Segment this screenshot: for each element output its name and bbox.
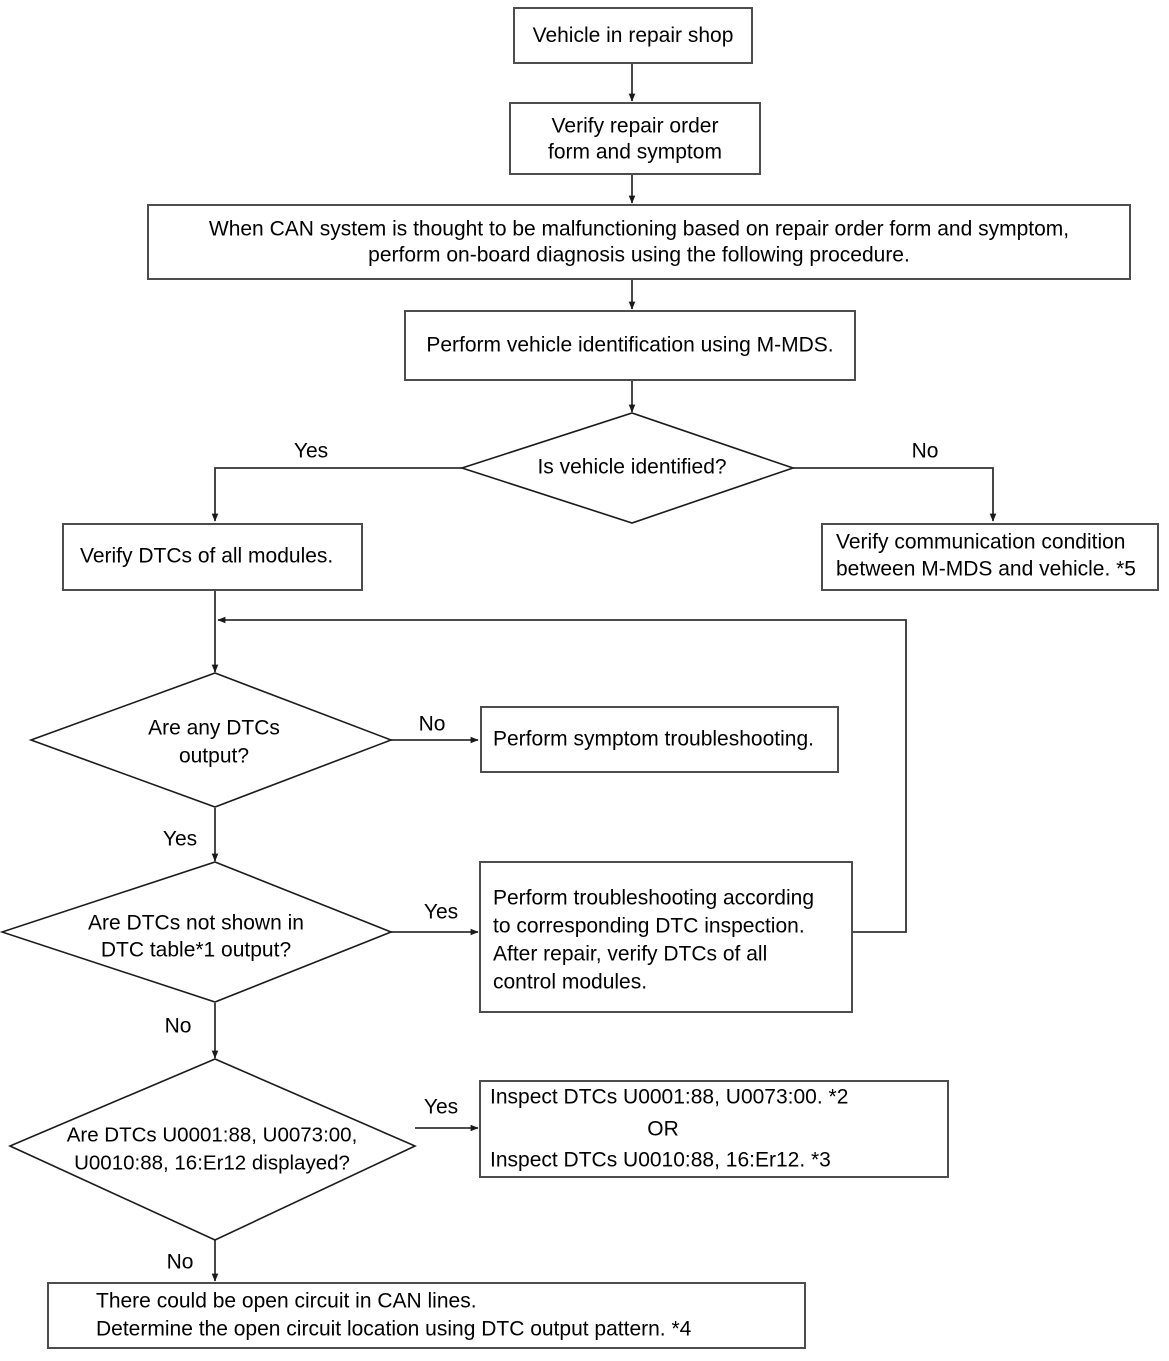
node-label-line2: between M-MDS and vehicle. *5: [836, 558, 1136, 581]
node-verify-dtcs-all-modules: Verify DTCs of all modules.: [62, 523, 363, 591]
node-label-line1: When CAN system is thought to be malfunc…: [209, 218, 1069, 241]
decision-label-line2: output?: [179, 745, 249, 768]
node-verify-communication-condition: Verify communication condition between M…: [821, 523, 1159, 591]
node-label: Vehicle in repair shop: [533, 24, 734, 47]
node-perform-troubleshooting-dtc: Perform troubleshooting according to cor…: [479, 861, 853, 1013]
node-vehicle-in-repair-shop: Vehicle in repair shop: [513, 7, 753, 64]
connector-feedback-loop: [217, 616, 907, 933]
decision-label: Is vehicle identified?: [537, 456, 726, 479]
connector-decision1-yes: [211, 467, 462, 522]
node-label-line2: form and symptom: [548, 141, 722, 164]
decision-label-line1: Are DTCs not shown in: [88, 912, 304, 935]
node-label-line4: control modules.: [493, 971, 647, 994]
node-inspect-dtcs: Inspect DTCs U0001:88, U0073:00. *2 OR I…: [479, 1080, 949, 1178]
node-label-line1: Inspect DTCs U0001:88, U0073:00. *2: [490, 1086, 848, 1109]
node-perform-vehicle-identification: Perform vehicle identification using M-M…: [404, 310, 856, 381]
decision-are-dtcs-not-in-table: Are DTCs not shown in DTC table*1 output…: [0, 861, 394, 1003]
node-label-line1: Verify communication condition: [836, 531, 1125, 554]
node-label: Verify DTCs of all modules.: [80, 545, 333, 568]
connector-decision1-no: [793, 467, 997, 522]
decision-label-line1: Are any DTCs: [148, 717, 280, 740]
edge-label-any-dtcs-yes: Yes: [163, 828, 197, 851]
edge-label-specific-dtcs-no: No: [167, 1251, 194, 1274]
node-open-circuit-conclusion: There could be open circuit in CAN lines…: [47, 1282, 806, 1349]
edge-label-not-in-table-yes: Yes: [424, 901, 458, 924]
decision-label-line2: U0010:88, 16:Er12 displayed?: [74, 1151, 350, 1174]
node-perform-symptom-troubleshooting: Perform symptom troubleshooting.: [480, 706, 839, 773]
decision-label-line2: DTC table*1 output?: [101, 939, 291, 962]
edge-label-identified-yes: Yes: [294, 440, 328, 463]
decision-label-line1: Are DTCs U0001:88, U0073:00,: [67, 1123, 358, 1146]
node-label-line2: perform on-board diagnosis using the fol…: [368, 244, 910, 267]
node-verify-repair-order: Verify repair order form and symptom: [509, 102, 761, 175]
node-label-line3: Inspect DTCs U0010:88, 16:Er12. *3: [490, 1149, 831, 1172]
node-label-line2: OR: [647, 1118, 679, 1141]
node-can-malfunction-note: When CAN system is thought to be malfunc…: [147, 204, 1131, 280]
connectors: [211, 63, 997, 1282]
decision-are-any-dtcs-output: Are any DTCs output?: [28, 672, 394, 808]
node-label-line2: Determine the open circuit location usin…: [96, 1318, 692, 1341]
edge-label-not-in-table-no: No: [165, 1015, 192, 1038]
node-label: Perform vehicle identification using M-M…: [426, 334, 833, 357]
decision-are-specific-dtcs-displayed: Are DTCs U0001:88, U0073:00, U0010:88, 1…: [8, 1058, 417, 1241]
node-label-line1: There could be open circuit in CAN lines…: [96, 1290, 477, 1313]
edge-label-identified-no: No: [912, 440, 939, 463]
edge-label-specific-dtcs-yes: Yes: [424, 1096, 458, 1119]
node-label-line2: to corresponding DTC inspection.: [493, 915, 805, 938]
decision-is-vehicle-identified: Is vehicle identified?: [459, 412, 796, 524]
node-label-line1: Perform troubleshooting according: [493, 887, 814, 910]
node-label: Perform symptom troubleshooting.: [493, 728, 814, 751]
node-label-line3: After repair, verify DTCs of all: [493, 943, 767, 966]
edge-label-any-dtcs-no: No: [419, 713, 446, 736]
node-label-line1: Verify repair order: [552, 115, 719, 138]
